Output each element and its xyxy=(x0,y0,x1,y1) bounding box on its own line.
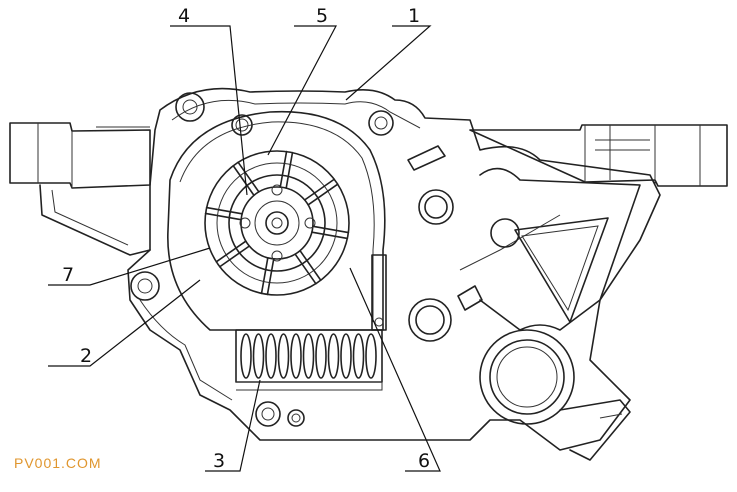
vane xyxy=(311,225,350,240)
pivot-pin xyxy=(371,254,387,331)
watermark: PV001.COM xyxy=(14,455,102,471)
spring-coil xyxy=(302,333,315,379)
vane xyxy=(260,257,275,296)
bolt-hole-right-c xyxy=(490,218,520,248)
spring-coil xyxy=(277,333,290,379)
spring-coil xyxy=(265,333,277,379)
callout-1: 1 xyxy=(408,5,420,27)
housing-body xyxy=(127,87,661,451)
bolt-hole-right-a xyxy=(418,189,454,225)
vane xyxy=(215,240,251,268)
vane xyxy=(279,150,294,189)
leader-4 xyxy=(170,25,248,196)
vane xyxy=(204,206,243,221)
leader-lines xyxy=(48,25,441,472)
right-mount-flange xyxy=(469,124,728,187)
leader-2 xyxy=(48,279,201,367)
callout-6: 6 xyxy=(418,450,430,472)
callout-5: 5 xyxy=(316,5,328,27)
pump-chamber xyxy=(167,110,386,331)
vane xyxy=(294,249,322,285)
rotor-vanes xyxy=(204,150,350,296)
leader-5 xyxy=(267,25,337,156)
bolt-hole-left xyxy=(130,271,160,301)
bolt-hole-right-b xyxy=(408,298,452,342)
control-spring xyxy=(235,329,383,391)
spring-coil xyxy=(290,333,302,379)
vane xyxy=(232,161,260,197)
right-frame xyxy=(459,167,641,331)
bolt-hole-top-right xyxy=(368,110,394,136)
spring-coil xyxy=(327,333,340,379)
left-mount-flange xyxy=(9,122,151,256)
callout-3: 3 xyxy=(213,450,225,472)
spring-coil xyxy=(315,333,327,379)
leader-3 xyxy=(205,379,261,472)
spring-coil xyxy=(240,333,252,379)
bolt-hole-top-left xyxy=(175,92,205,122)
spring-coil xyxy=(365,333,377,379)
spring-coil xyxy=(340,333,352,379)
vane xyxy=(303,178,339,206)
callout-4: 4 xyxy=(178,5,190,27)
callout-7: 7 xyxy=(62,264,74,286)
bolt-holes xyxy=(130,92,520,427)
leader-6 xyxy=(349,267,441,472)
bolt-hole-bottom xyxy=(255,401,305,427)
lug xyxy=(457,285,483,311)
spring-coil xyxy=(252,333,265,379)
slot xyxy=(407,145,446,171)
leader-7 xyxy=(48,247,211,286)
outlet-port xyxy=(479,329,631,461)
leader-1 xyxy=(345,25,432,101)
callout-2: 2 xyxy=(80,345,92,367)
spring-coil xyxy=(352,333,365,379)
